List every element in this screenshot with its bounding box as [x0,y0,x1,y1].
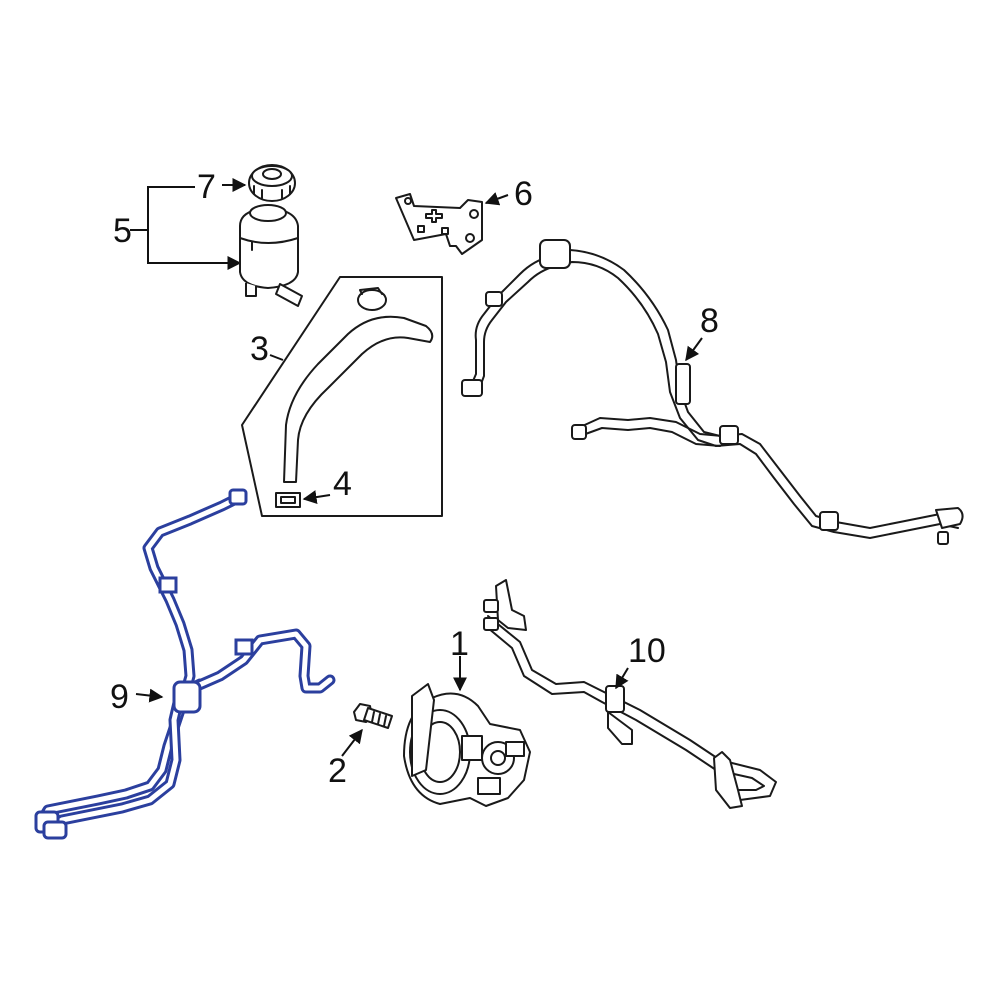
callout-5: 5 [113,212,132,250]
hose-clamp [234,638,254,656]
callout-10: 10 [628,632,666,670]
callout-4: 4 [333,465,352,503]
hose-end-fitting [228,488,248,506]
hose-clamp [172,680,202,714]
hose-end-fitting [42,820,68,840]
reservoir-cap [248,164,296,202]
cooler-hose-outline [36,492,244,826]
pressure-hose-assembly [461,239,964,545]
hose-clamp [158,576,178,594]
callout-9: 9 [110,678,129,716]
callout-6: 6 [514,175,533,213]
callout-2: 2 [328,752,347,790]
mounting-bracket [395,192,509,255]
reservoir-tank [239,204,303,307]
callout-7: 7 [197,168,216,206]
hard-line-assembly [483,579,777,809]
callout-1: 1 [450,625,469,663]
callout-8: 8 [700,302,719,340]
pump-bolt [341,703,393,757]
highlighted-cooler-hose [34,488,336,840]
callout-3: 3 [250,330,269,368]
return-hose-inset [241,276,443,517]
reservoir-assembly [130,164,303,307]
power-steering-pump [403,656,531,807]
